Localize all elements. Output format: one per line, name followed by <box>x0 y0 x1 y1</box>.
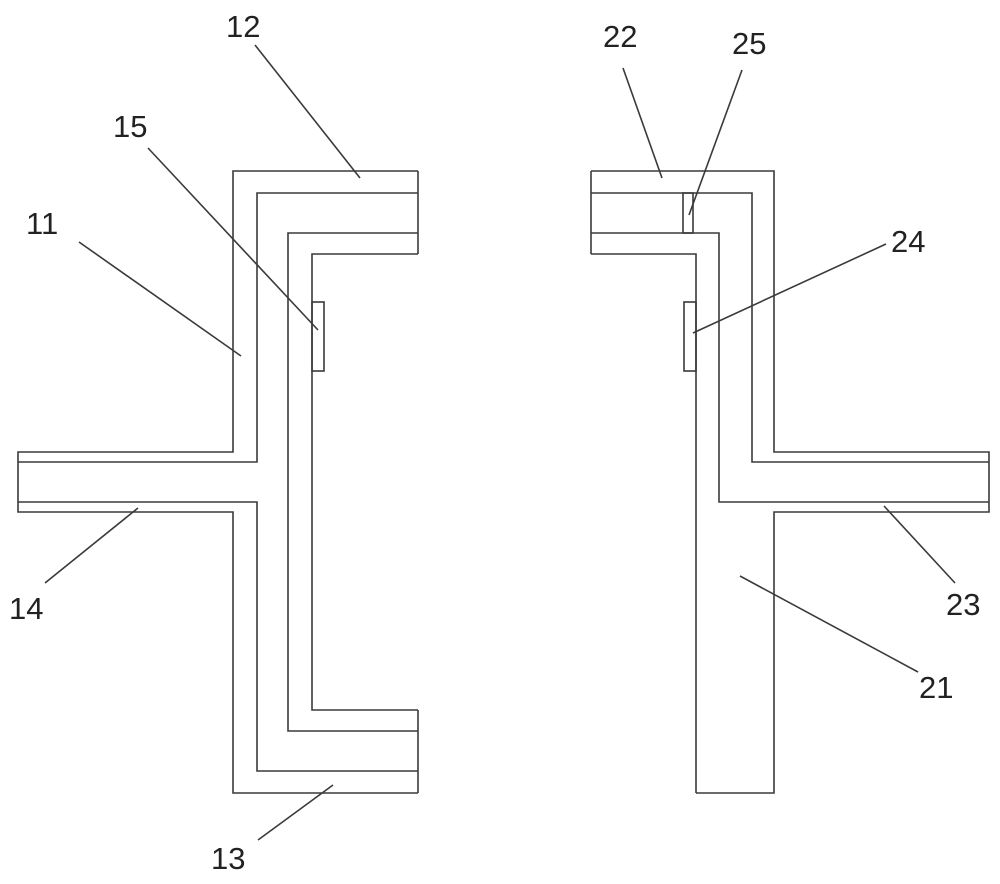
right-outer-wall <box>591 170 990 794</box>
left-outer-wall-11 <box>17 170 418 794</box>
right-inner-wall-21 <box>591 253 697 793</box>
label-13: 13 <box>211 841 245 876</box>
leader-lines <box>44 44 956 841</box>
leader-23 <box>883 505 956 584</box>
left-component <box>17 170 419 794</box>
label-22: 22 <box>603 19 637 54</box>
element-25 <box>682 192 694 234</box>
reference-labels: 12 15 11 14 13 22 25 24 23 21 <box>9 9 980 876</box>
leader-14 <box>44 507 139 584</box>
right-component <box>590 170 990 794</box>
label-14: 14 <box>9 591 43 626</box>
leader-13 <box>257 784 334 841</box>
left-third-wall <box>287 232 418 732</box>
right-second-wall <box>591 192 989 463</box>
leader-12 <box>254 44 361 179</box>
label-15: 15 <box>113 109 147 144</box>
leader-22 <box>622 67 663 179</box>
pad-24 <box>683 301 697 372</box>
left-inner-wall <box>311 253 418 711</box>
label-11: 11 <box>26 206 58 241</box>
pad-15 <box>311 301 325 372</box>
leader-15 <box>147 147 319 331</box>
leader-11 <box>78 241 242 357</box>
left-second-wall <box>18 192 418 772</box>
label-24: 24 <box>891 224 925 259</box>
label-23: 23 <box>946 587 980 622</box>
leader-21 <box>739 575 919 673</box>
leader-25 <box>688 69 743 216</box>
label-25: 25 <box>732 26 766 61</box>
right-third-wall <box>591 232 989 503</box>
leader-24 <box>692 243 887 334</box>
label-21: 21 <box>919 670 953 705</box>
label-12: 12 <box>226 9 260 44</box>
